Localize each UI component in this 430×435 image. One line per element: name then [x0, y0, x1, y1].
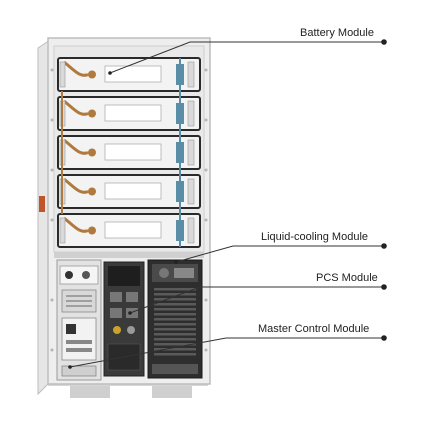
pump-icon: [159, 268, 169, 278]
vent-grille: [154, 288, 196, 356]
battery-module: [57, 96, 201, 131]
vent-slat: [154, 313, 196, 316]
master-control-base: [61, 365, 97, 377]
battery-handle: [59, 217, 66, 244]
vent-slat: [154, 333, 196, 336]
callout-master-control-module: Master Control Module: [258, 323, 370, 335]
battery-module: [57, 135, 201, 170]
vent-slat: [154, 348, 196, 351]
section-divider: [54, 252, 204, 258]
callout-pcs-module: PCS Module: [316, 272, 378, 284]
vent-slat: [154, 318, 196, 321]
battery-module-label-plate: [104, 221, 162, 239]
battery-handle: [187, 139, 195, 166]
battery-terminal-icon: [88, 187, 96, 196]
battery-handle: [59, 61, 66, 88]
leader-dot-liquid: [381, 243, 387, 249]
breaker-knob-icon: [65, 271, 73, 279]
leader-endpoints: [68, 39, 387, 369]
callout-battery-module: Battery Module: [300, 27, 374, 39]
pcs-port-icon: [126, 308, 138, 318]
battery-terminal-icon: [88, 226, 96, 235]
battery-module-label-plate: [104, 65, 162, 83]
vent-slat: [154, 343, 196, 346]
battery-handle: [187, 178, 195, 205]
door-latch-icon: [39, 196, 45, 212]
leader-master: [69, 337, 384, 368]
vent-slat: [154, 303, 196, 306]
vent-slat: [154, 338, 196, 341]
battery-handle: [187, 100, 195, 127]
battery-handle: [187, 61, 195, 88]
vent-slat: [154, 293, 196, 296]
battery-module-stack: [57, 57, 201, 248]
leader-origin-pcs: [128, 311, 132, 315]
vent-slat: [154, 353, 196, 356]
leader-pcs: [129, 286, 384, 314]
pcs-port-icon: [110, 292, 122, 302]
battery-handle: [187, 217, 195, 244]
vent-slat: [154, 328, 196, 331]
battery-module-label-plate: [104, 182, 162, 200]
leader-battery: [109, 41, 384, 74]
vent-slat: [154, 308, 196, 311]
power-switch-icon: [82, 271, 90, 279]
cabinet-foot-right: [152, 384, 192, 398]
callout-liquid-cooling-module: Liquid-cooling Module: [261, 231, 369, 243]
pcs-port-icon: [110, 308, 122, 318]
leader-liquid: [175, 245, 384, 263]
master-control-top-panel: [59, 265, 99, 285]
leader-origin-master: [68, 365, 72, 369]
callout-leaders: [69, 41, 384, 368]
battery-module: [57, 57, 201, 92]
battery-module-label-plate: [104, 143, 162, 161]
battery-terminal-icon: [88, 70, 96, 79]
cabinet-foot-left: [70, 384, 110, 398]
leader-dot-pcs: [381, 284, 387, 290]
leader-dot-master: [381, 335, 387, 341]
pcs-indicator-icon: [113, 326, 121, 334]
leader-dot-battery: [381, 39, 387, 45]
battery-terminal-icon: [88, 148, 96, 157]
leader-origin-battery: [108, 71, 112, 75]
leader-origin-liquid: [174, 260, 178, 264]
battery-module: [57, 213, 201, 248]
vent-slat: [154, 288, 196, 291]
pcs-port-icon: [126, 292, 138, 302]
battery-module: [57, 174, 201, 209]
vent-slat: [154, 298, 196, 301]
battery-cable: [63, 138, 89, 155]
battery-cable: [63, 216, 89, 233]
vent-slat: [154, 323, 196, 326]
pcs-indicator-icon: [127, 326, 135, 334]
battery-cable: [63, 99, 89, 116]
controller-chip-icon: [66, 324, 76, 334]
battery-module-label-plate: [104, 104, 162, 122]
frame-rivets: [50, 68, 208, 352]
battery-terminal-icon: [88, 109, 96, 118]
pcs-display: [108, 266, 140, 286]
battery-cable: [63, 177, 89, 194]
battery-cable: [63, 60, 89, 77]
